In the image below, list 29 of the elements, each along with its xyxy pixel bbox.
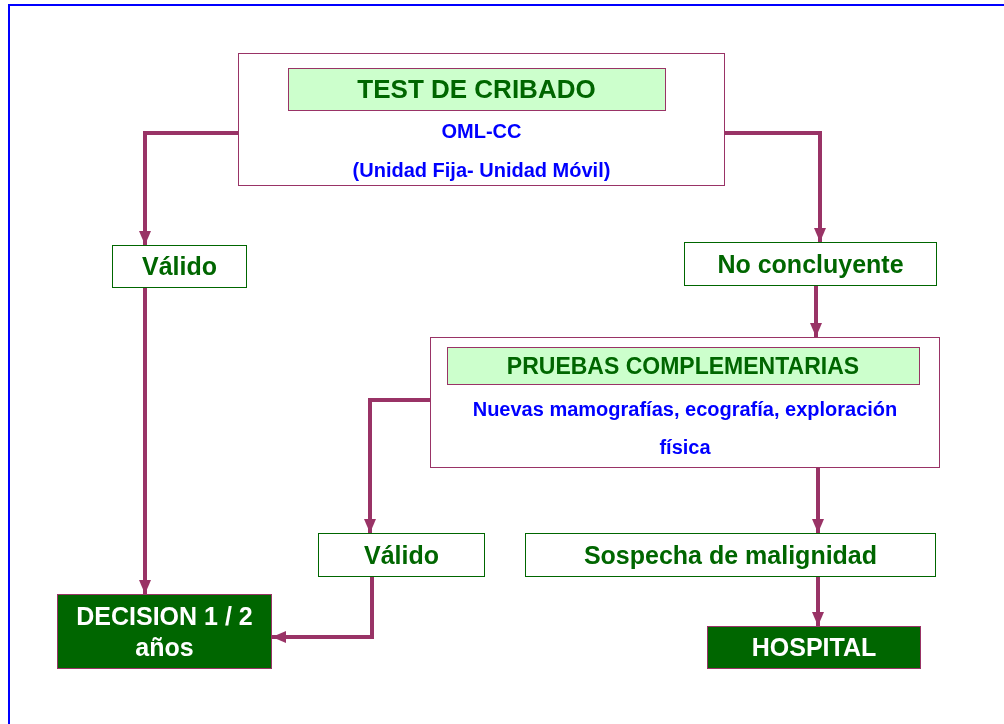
header-box <box>446 346 920 385</box>
description-text: OML-CC <box>441 120 522 143</box>
result-box <box>684 242 937 286</box>
result-box <box>112 245 247 288</box>
box-label: Sospecha de malignidad <box>583 540 878 570</box>
box-label: No concluyente <box>717 249 904 279</box>
box-label: DECISION 1 / 2 años <box>75 600 254 663</box>
arrow <box>725 131 826 242</box>
arrow <box>139 288 151 594</box>
arrow <box>139 131 238 245</box>
outcome-box <box>707 626 921 669</box>
description-text: Nuevas mamografías, ecografía, exploración física <box>471 397 899 460</box>
arrow <box>810 286 822 337</box>
description-text: (Unidad Fija- Unidad Móvil) <box>352 159 611 182</box>
arrow <box>812 468 824 533</box>
box-label: PRUEBAS COMPLEMENTARIAS <box>506 352 860 379</box>
arrow <box>272 577 374 643</box>
box-label: TEST DE CRIBADO <box>357 74 596 104</box>
box-label: Válido <box>364 540 439 570</box>
box-label: HOSPITAL <box>751 633 877 662</box>
result-box <box>525 533 936 577</box>
process-box <box>238 53 725 186</box>
outcome-box <box>57 594 272 669</box>
result-box <box>318 533 485 577</box>
process-box <box>430 337 940 468</box>
arrow <box>812 577 824 626</box>
box-label: Válido <box>142 252 217 281</box>
arrow <box>364 398 430 533</box>
header-box <box>287 67 666 111</box>
